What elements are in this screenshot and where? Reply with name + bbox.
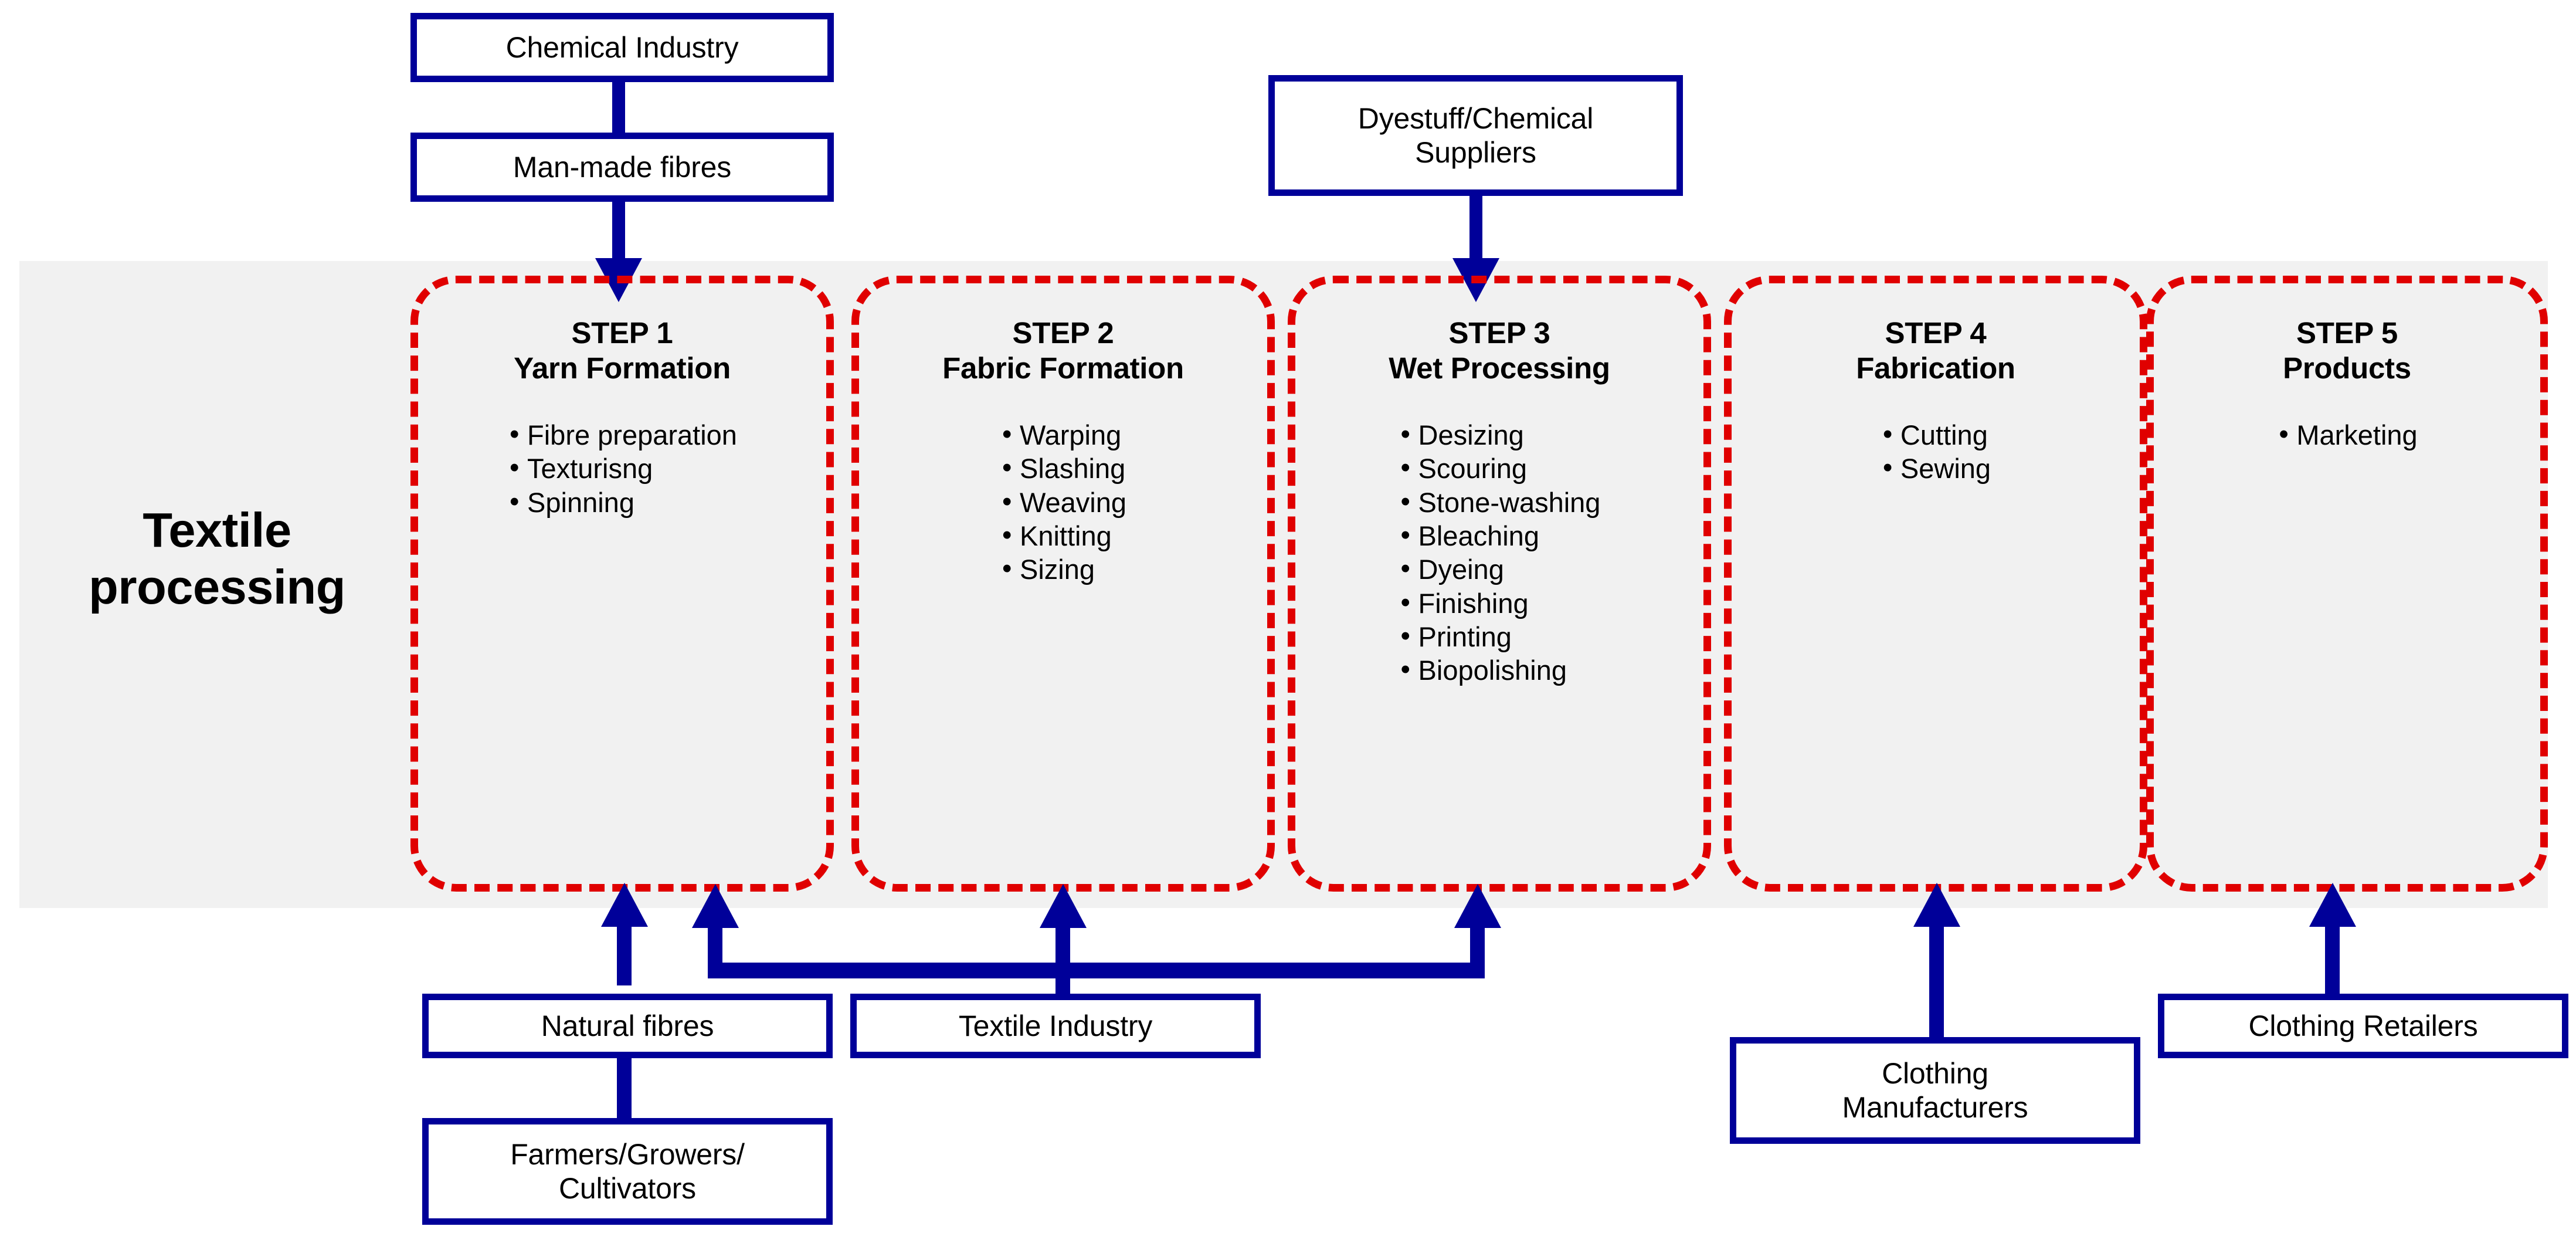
connector-bus-riser-step2: [1055, 922, 1070, 964]
connector-natural-fibres-to-step1-shaft: [617, 921, 632, 985]
list-item: Bleaching: [1399, 518, 1601, 553]
step-2-number: STEP 2: [1012, 316, 1114, 350]
step-1-name: Yarn Formation: [514, 351, 731, 385]
step-3-name: Wet Processing: [1389, 351, 1610, 385]
step-2-list-container: Warping Slashing Weaving Knitting Sizing: [859, 417, 1267, 587]
step-box-5[interactable]: STEP 5 Products Marketing: [2146, 276, 2548, 892]
step-5-number: STEP 5: [2296, 316, 2398, 350]
arrow-clothing-retailers-to-step5: [2309, 883, 2356, 927]
list-item: Texturisng: [507, 450, 737, 485]
step-3-list-container: Desizing Scouring Stone-washing Bleachin…: [1295, 417, 1703, 687]
step-1-list-container: Fibre preparation Texturisng Spinning: [418, 417, 826, 519]
textile-processing-label-line2: processing: [89, 560, 345, 615]
step-5-heading: STEP 5 Products: [2154, 316, 2540, 385]
connector-clothing-manufacturers-shaft: [1929, 921, 1944, 1038]
clothing-manufacturers-line1: Clothing: [1882, 1057, 1988, 1090]
step-1-number: STEP 1: [571, 316, 673, 350]
arrow-bus-to-step1: [692, 884, 739, 928]
step-4-number: STEP 4: [1885, 316, 1987, 350]
step-1-heading: STEP 1 Yarn Formation: [418, 316, 826, 385]
box-farmers-growers-cultivators-label: Farmers/Growers/ Cultivators: [510, 1137, 745, 1205]
box-chemical-industry-label: Chemical Industry: [505, 31, 739, 64]
step-4-heading: STEP 4 Fabrication: [1732, 316, 2140, 385]
box-man-made-fibres-label: Man-made fibres: [513, 151, 732, 184]
connector-bus-riser-step1: [708, 922, 722, 964]
step-box-4[interactable]: STEP 4 Fabrication Cutting Sewing: [1724, 276, 2147, 892]
box-chemical-industry[interactable]: Chemical Industry: [410, 13, 834, 82]
list-item: Biopolishing: [1399, 652, 1601, 687]
connector-farmers-to-natural-fibres: [617, 1058, 632, 1120]
step-2-name: Fabric Formation: [942, 351, 1184, 385]
box-clothing-manufacturers[interactable]: Clothing Manufacturers: [1730, 1037, 2140, 1144]
list-item: Scouring: [1399, 450, 1601, 485]
box-textile-industry-label: Textile Industry: [958, 1010, 1153, 1042]
list-item: Sewing: [1881, 450, 1991, 485]
list-item: Spinning: [507, 485, 737, 519]
list-item: Cutting: [1881, 417, 1991, 452]
box-dyestuff-chemical-suppliers[interactable]: Dyestuff/Chemical Suppliers: [1268, 75, 1683, 196]
box-natural-fibres-label: Natural fibres: [541, 1010, 714, 1042]
connector-bus-riser-step3: [1470, 922, 1485, 964]
box-clothing-retailers[interactable]: Clothing Retailers: [2158, 994, 2568, 1058]
list-item: Warping: [1000, 417, 1126, 452]
step-5-list-container: Marketing: [2154, 417, 2540, 452]
step-3-heading: STEP 3 Wet Processing: [1295, 316, 1703, 385]
box-clothing-manufacturers-label: Clothing Manufacturers: [1842, 1056, 2028, 1124]
step-4-list-container: Cutting Sewing: [1732, 417, 2140, 486]
box-man-made-fibres[interactable]: Man-made fibres: [410, 133, 834, 202]
connector-textile-industry-bus: [708, 963, 1485, 978]
list-item: Fibre preparation: [507, 417, 737, 452]
list-item: Knitting: [1000, 518, 1126, 553]
box-natural-fibres[interactable]: Natural fibres: [422, 994, 833, 1058]
box-clothing-retailers-label: Clothing Retailers: [2248, 1010, 2478, 1042]
step-box-3[interactable]: STEP 3 Wet Processing Desizing Scouring …: [1288, 276, 1711, 892]
connector-manmade-to-step1-shaft: [612, 202, 625, 260]
connector-chemical-to-manmade: [612, 82, 625, 133]
step-box-1[interactable]: STEP 1 Yarn Formation Fibre preparation …: [410, 276, 834, 892]
list-item: Marketing: [2276, 417, 2417, 452]
farmers-line2: Cultivators: [559, 1172, 696, 1205]
textile-processing-label: Textile processing: [23, 502, 410, 615]
dyestuff-line1: Dyestuff/Chemical: [1357, 102, 1594, 135]
list-item: Stone-washing: [1399, 485, 1601, 519]
farmers-line1: Farmers/Growers/: [510, 1138, 745, 1171]
list-item: Sizing: [1000, 551, 1126, 586]
list-item: Dyeing: [1399, 551, 1601, 586]
step-box-2[interactable]: STEP 2 Fabric Formation Warping Slashing…: [851, 276, 1275, 892]
textile-processing-label-line1: Textile: [142, 503, 291, 557]
list-item: Printing: [1399, 619, 1601, 653]
step-2-heading: STEP 2 Fabric Formation: [859, 316, 1267, 385]
list-item: Desizing: [1399, 417, 1601, 452]
step-5-name: Products: [2283, 351, 2411, 385]
box-farmers-growers-cultivators[interactable]: Farmers/Growers/ Cultivators: [422, 1118, 833, 1225]
arrow-bus-to-step3: [1454, 884, 1501, 928]
textile-processing-band: [19, 261, 2548, 908]
arrow-clothing-manufacturers-to-step4: [1913, 883, 1960, 927]
box-textile-industry[interactable]: Textile Industry: [850, 994, 1261, 1058]
list-item: Slashing: [1000, 450, 1126, 485]
clothing-manufacturers-line2: Manufacturers: [1842, 1091, 2028, 1124]
step-3-number: STEP 3: [1448, 316, 1550, 350]
box-dyestuff-chemical-suppliers-label: Dyestuff/Chemical Suppliers: [1357, 101, 1594, 170]
connector-dyestuff-to-step3-shaft: [1469, 196, 1482, 260]
step-4-name: Fabrication: [1856, 351, 2015, 385]
list-item: Weaving: [1000, 485, 1126, 519]
arrow-natural-fibres-to-step1: [601, 883, 648, 927]
dyestuff-line2: Suppliers: [1415, 136, 1536, 169]
arrow-bus-to-step2: [1040, 884, 1087, 928]
list-item: Finishing: [1399, 585, 1601, 620]
